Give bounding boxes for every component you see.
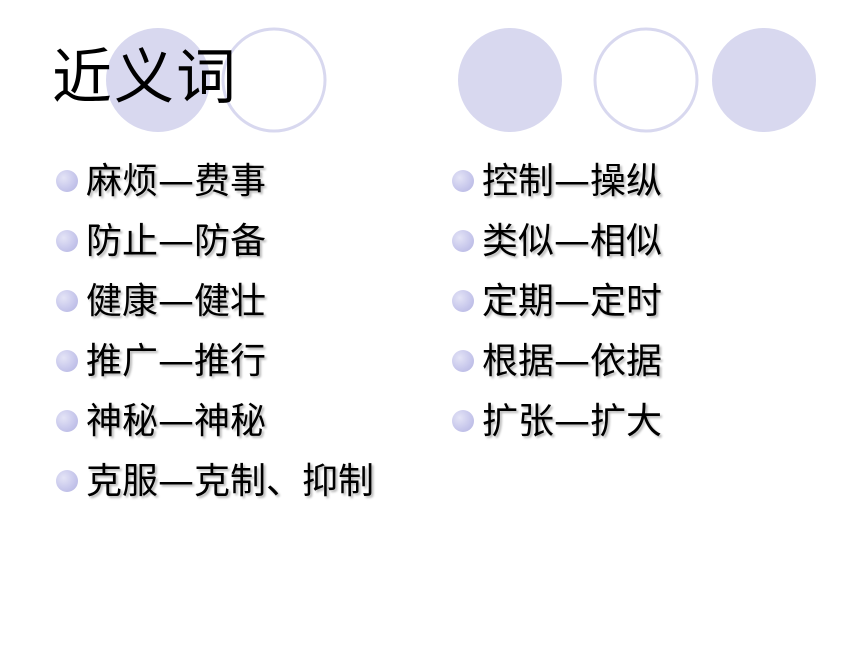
slide-title: 近义词	[52, 43, 238, 113]
item-text: 克服—克制、抑制	[86, 461, 375, 502]
bullet-icon	[452, 350, 474, 372]
list-item: 克服—克制、抑制	[52, 452, 392, 508]
list-item: 健康—健壮	[52, 272, 392, 332]
list-item: 麻烦—费事	[52, 152, 392, 212]
left-synonym-list: 麻烦—费事 防止—防备 健康—健壮 推广—推行 神秘—神秘 克服—克制、抑制	[52, 152, 392, 508]
item-text: 麻烦—费事	[86, 161, 267, 202]
bullet-icon	[452, 410, 474, 432]
bullet-icon	[452, 230, 474, 252]
item-text: 健康—健壮	[86, 281, 267, 322]
right-synonym-list: 控制—操纵 类似—相似 定期—定时 根据—依据 扩张—扩大	[448, 152, 748, 452]
list-item: 定期—定时	[448, 272, 748, 332]
bullet-icon	[56, 230, 78, 252]
item-text: 控制—操纵	[482, 161, 663, 202]
list-item: 扩张—扩大	[448, 392, 748, 452]
bullet-icon	[56, 410, 78, 432]
item-text: 神秘—神秘	[86, 401, 267, 442]
bullet-icon	[452, 170, 474, 192]
item-text: 推广—推行	[86, 341, 267, 382]
list-item: 控制—操纵	[448, 152, 748, 212]
list-item: 推广—推行	[52, 332, 392, 392]
item-text: 类似—相似	[482, 221, 663, 262]
bullet-icon	[56, 290, 78, 312]
filled-circle-1	[106, 28, 210, 132]
bullet-icon	[56, 170, 78, 192]
list-item: 防止—防备	[52, 212, 392, 272]
outline-circle-2	[593, 27, 699, 133]
item-text: 定期—定时	[482, 281, 663, 322]
filled-circle-2	[458, 28, 562, 132]
item-text: 扩张—扩大	[482, 401, 663, 442]
decorative-circles	[106, 27, 816, 133]
bullet-icon	[452, 290, 474, 312]
filled-circle-3	[712, 28, 816, 132]
bullet-icon	[56, 350, 78, 372]
list-item: 神秘—神秘	[52, 392, 392, 452]
list-item: 类似—相似	[448, 212, 748, 272]
outline-circle-1	[221, 27, 327, 133]
item-text: 防止—防备	[86, 221, 267, 262]
item-text: 根据—依据	[482, 341, 663, 382]
list-item: 根据—依据	[448, 332, 748, 392]
bullet-icon	[56, 470, 78, 492]
